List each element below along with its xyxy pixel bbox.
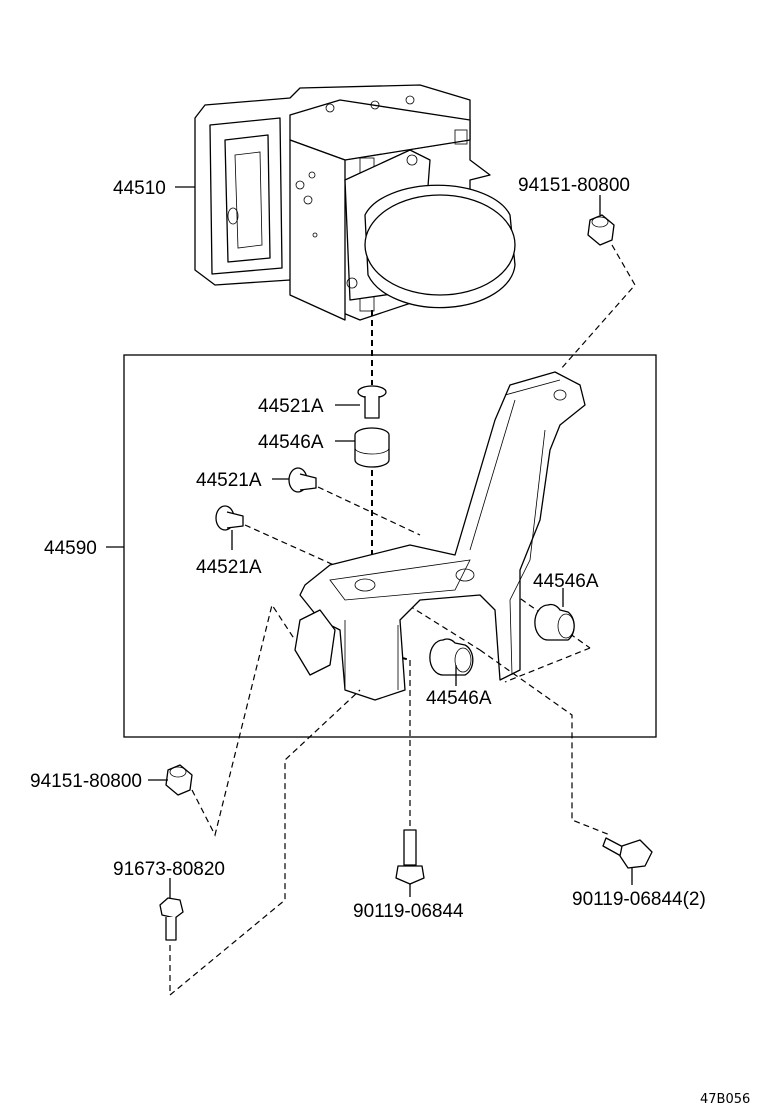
- collar-3-illustration: [215, 505, 244, 531]
- collar-1-illustration: [357, 385, 387, 419]
- collar-2-illustration: [288, 467, 317, 493]
- bolt-left-illustration: [159, 897, 184, 941]
- label-44521A-2[interactable]: 44521A: [196, 470, 262, 491]
- cushion-1-illustration: [354, 427, 390, 468]
- nut-top-illustration: [587, 214, 615, 246]
- label-44590[interactable]: 44590: [44, 538, 97, 559]
- bracket-illustration: [294, 371, 586, 701]
- bolt-center-illustration: [395, 829, 425, 885]
- label-90119-06844[interactable]: 90119-06844: [353, 901, 464, 922]
- label-44546A-bottom[interactable]: 44546A: [426, 688, 492, 709]
- label-90119-06844-2[interactable]: 90119-06844(2): [572, 889, 706, 910]
- nut-left-illustration: [165, 764, 193, 796]
- cushion-right-illustration: [534, 603, 575, 641]
- label-44546A-1[interactable]: 44546A: [258, 432, 324, 453]
- label-94151-80800-top[interactable]: 94151-80800: [518, 175, 630, 196]
- label-44510[interactable]: 44510: [113, 178, 166, 199]
- label-44521A-3[interactable]: 44521A: [196, 557, 262, 578]
- cushion-bottom-illustration: [429, 638, 474, 676]
- abs-actuator-illustration: [194, 84, 516, 321]
- bolt-right-illustration: [602, 837, 653, 869]
- label-44521A-1[interactable]: 44521A: [258, 396, 324, 417]
- illustration-code: 47B056: [700, 1092, 750, 1107]
- label-91673-80820[interactable]: 91673-80820: [113, 859, 225, 880]
- bracket-assembly-frame: [123, 354, 657, 738]
- label-94151-80800-left[interactable]: 94151-80800: [30, 771, 142, 792]
- label-44546A-right[interactable]: 44546A: [533, 571, 599, 592]
